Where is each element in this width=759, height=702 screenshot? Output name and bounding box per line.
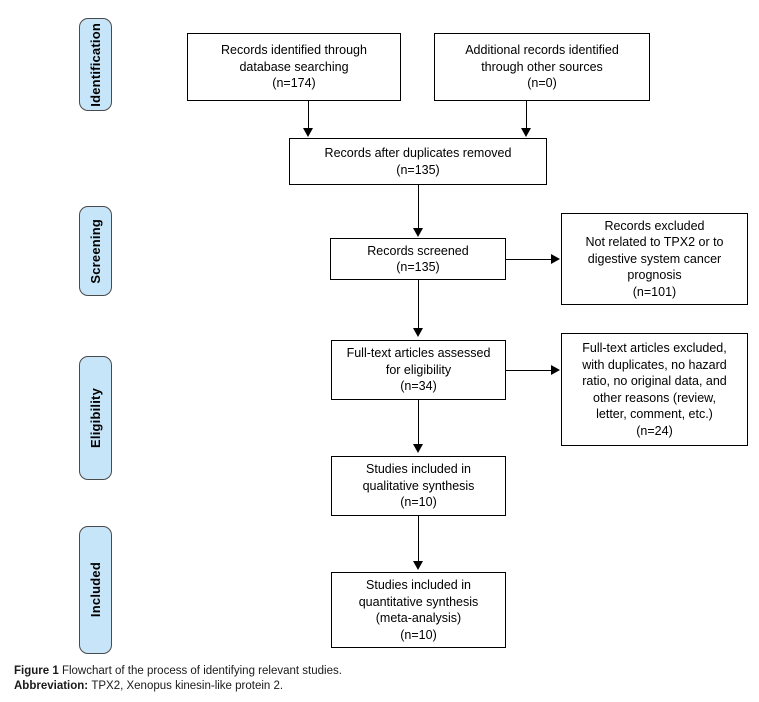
connector-screened-to-excluded <box>506 259 554 260</box>
stage-label-identification: Identification <box>88 22 103 107</box>
stage-label-included: Included <box>88 562 103 618</box>
box-records-after-duplicates-removed: Records after duplicates removed (n=135) <box>289 138 547 185</box>
connector-qualitative-to-quantitative <box>418 516 419 564</box>
connector-fulltext-to-qualitative <box>418 400 419 447</box>
box-records-after-duplicates-removed-text: Records after duplicates removed (n=135) <box>324 146 512 177</box>
stage-pill-identification: Identification <box>79 18 112 111</box>
figure-caption: Figure 1 Flowchart of the process of ide… <box>14 664 714 694</box>
caption-figure-label: Figure 1 <box>14 665 59 677</box>
box-records-identified-database: Records identified through database sear… <box>187 33 401 101</box>
box-records-excluded: Records excluded Not related to TPX2 or … <box>561 213 748 305</box>
box-fulltext-assessed: Full-text articles assessed for eligibil… <box>331 340 506 400</box>
stage-pill-included: Included <box>79 526 112 654</box>
box-additional-records-other-sources-text: Additional records identified through ot… <box>465 43 619 91</box>
box-records-excluded-text: Records excluded Not related to TPX2 or … <box>585 218 724 299</box>
connector-screened-to-fulltext <box>418 280 419 331</box>
box-quantitative-synthesis: Studies included in quantitative synthes… <box>331 572 506 648</box>
stage-pill-eligibility: Eligibility <box>79 356 112 480</box>
box-records-screened-text: Records screened (n=135) <box>367 243 469 275</box>
box-quantitative-synthesis-text: Studies included in quantitative synthes… <box>358 578 479 642</box>
connector-other-to-duplicates <box>526 101 527 131</box>
stage-label-eligibility: Eligibility <box>88 388 103 448</box>
arrowhead-other-to-duplicates <box>521 128 531 137</box>
stage-label-screening: Screening <box>88 218 103 284</box>
caption-abbrev-label: Abbreviation: <box>14 680 89 692</box>
caption-abbrev-text: TPX2, Xenopus kinesin-like protein 2. <box>91 680 284 692</box>
stage-pill-screening: Screening <box>79 206 112 296</box>
box-fulltext-assessed-text: Full-text articles assessed for eligibil… <box>346 346 491 394</box>
box-additional-records-other-sources: Additional records identified through ot… <box>434 33 650 101</box>
caption-line-title: Figure 1 Flowchart of the process of ide… <box>14 664 714 679</box>
box-fulltext-excluded: Full-text articles excluded, with duplic… <box>561 333 748 446</box>
arrowhead-screened-to-excluded <box>551 254 560 264</box>
arrowhead-qualitative-to-quantitative <box>413 561 423 570</box>
arrowhead-fulltext-to-qualitative <box>413 444 423 453</box>
box-records-screened: Records screened (n=135) <box>330 238 506 280</box>
caption-figure-text: Flowchart of the process of identifying … <box>61 665 342 677</box>
box-qualitative-synthesis: Studies included in qualitative synthesi… <box>331 456 506 516</box>
box-fulltext-excluded-text: Full-text articles excluded, with duplic… <box>582 341 727 438</box>
arrowhead-duplicates-to-screened <box>413 228 423 237</box>
caption-line-abbreviation: Abbreviation: TPX2, Xenopus kinesin-like… <box>14 679 714 694</box>
arrowhead-screened-to-fulltext <box>413 328 423 337</box>
box-records-identified-database-text: Records identified through database sear… <box>221 43 367 91</box>
connector-duplicates-to-screened <box>418 185 419 231</box>
connector-fulltext-to-excluded <box>506 370 554 371</box>
arrowhead-fulltext-to-excluded <box>551 365 560 375</box>
box-qualitative-synthesis-text: Studies included in qualitative synthesi… <box>362 462 475 510</box>
connector-database-to-duplicates <box>308 101 309 131</box>
arrowhead-database-to-duplicates <box>303 128 313 137</box>
